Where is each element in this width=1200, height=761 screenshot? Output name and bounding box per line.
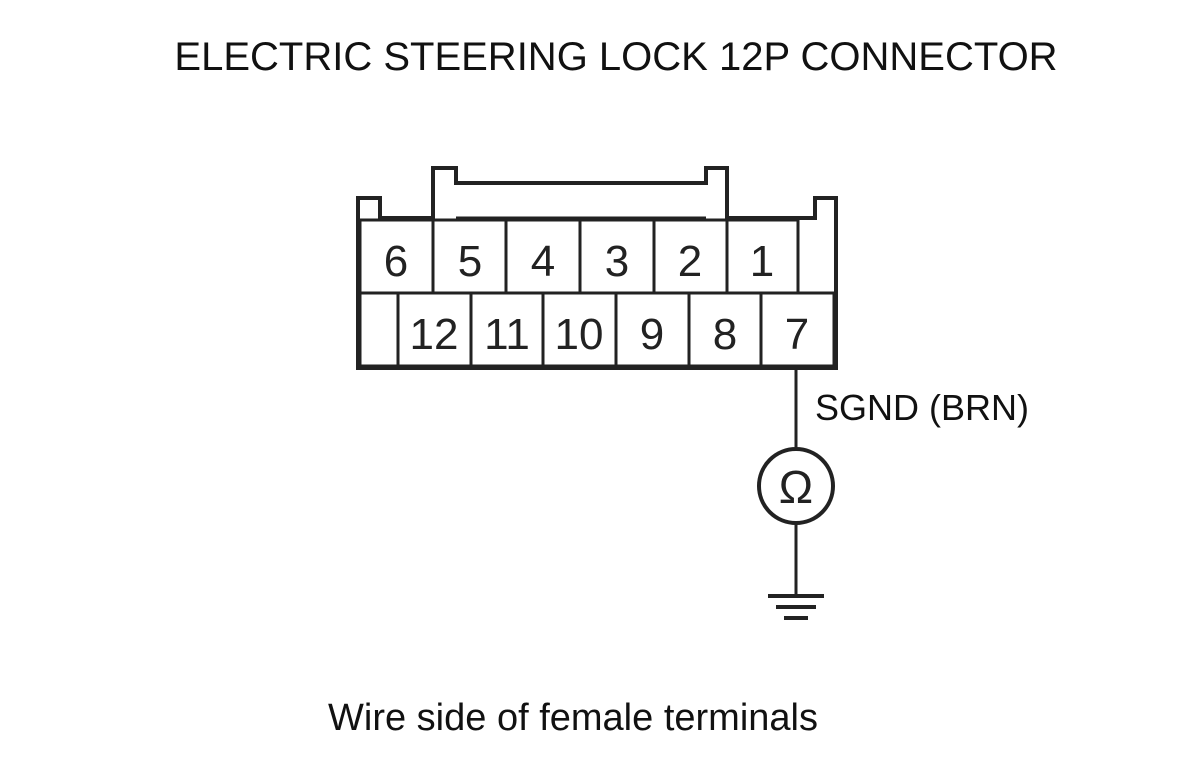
terminal-label: 7 (785, 310, 809, 359)
wire-label: SGND (BRN) (815, 387, 1029, 428)
terminal-label: 6 (384, 237, 408, 286)
terminal-cell-7 (759, 291, 836, 368)
connector-bottom-row: 12 11 10 9 8 7 (358, 291, 836, 368)
ohmmeter-icon: Ω (757, 447, 835, 525)
terminal-label: 11 (484, 310, 530, 359)
connector-housing (356, 166, 838, 370)
diagram-title: ELECTRIC STEERING LOCK 12P CONNECTOR (174, 35, 1057, 79)
terminal-label: 5 (458, 237, 482, 286)
terminal-cell-10 (541, 291, 618, 368)
terminal-label: 4 (531, 237, 555, 286)
terminal-cell-4 (504, 218, 582, 295)
terminal-label: 12 (410, 310, 459, 359)
terminal-cell-9 (614, 291, 691, 368)
terminal-cell-1 (725, 218, 800, 295)
terminal-cell-12 (396, 291, 473, 368)
terminal-cell-8 (687, 291, 763, 368)
terminal-label: 1 (750, 237, 774, 286)
terminal-label: 2 (678, 237, 702, 286)
terminal-cell-11 (469, 291, 545, 368)
blank-cell (358, 291, 400, 368)
connector-top-row: 6 5 4 3 2 1 (358, 218, 800, 295)
terminal-cell-3 (578, 218, 656, 295)
diagram-caption: Wire side of female terminals (328, 697, 818, 739)
ohm-symbol: Ω (779, 461, 813, 513)
ground-icon (768, 594, 824, 620)
terminal-label: 8 (713, 310, 737, 359)
terminal-label: 3 (605, 237, 629, 286)
terminal-label: 10 (555, 310, 604, 359)
terminal-label: 9 (640, 310, 664, 359)
